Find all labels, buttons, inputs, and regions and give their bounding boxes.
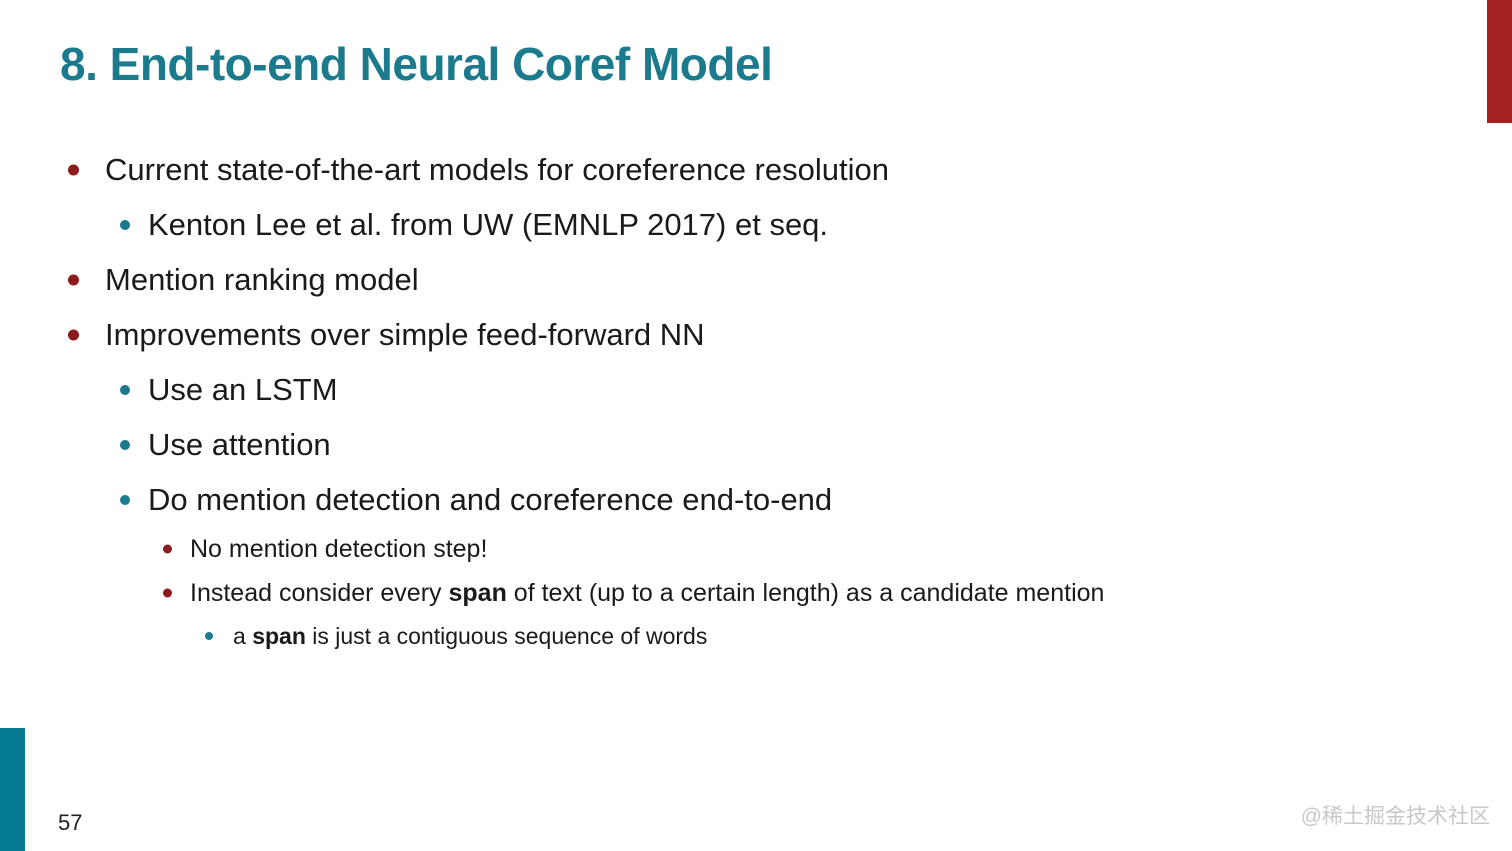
bullet-text: Use an LSTM [148, 372, 338, 407]
bullet-item-level-1: Mention ranking model [0, 252, 1482, 307]
bullet-item-level-1: Current state-of-the-art models for core… [0, 142, 1482, 197]
bullet-item-level-1: Improvements over simple feed-forward NN [0, 307, 1482, 362]
bullet-dot-icon [120, 494, 130, 505]
bullet-dot-icon [163, 588, 172, 598]
watermark: @稀土掘金技术社区 [1300, 805, 1490, 828]
bullet-item-level-2: Use attention [0, 417, 1482, 472]
bullet-text: No mention detection step! [190, 535, 488, 563]
bullet-dot-icon [163, 544, 172, 554]
accent-bar-top-right [1487, 0, 1512, 123]
bullet-list: Current state-of-the-art models for core… [0, 142, 1482, 657]
bullet-dot-icon [120, 219, 130, 230]
bullet-item-level-2: Do mention detection and coreference end… [0, 472, 1482, 527]
bullet-dot-icon [68, 274, 79, 285]
bullet-item-level-2: Kenton Lee et al. from UW (EMNLP 2017) e… [0, 197, 1482, 252]
bullet-text: Do mention detection and coreference end… [148, 482, 833, 517]
bullet-text: Kenton Lee et al. from UW (EMNLP 2017) e… [148, 207, 829, 242]
bullet-dot-icon [68, 164, 79, 175]
bullet-item-level-2: Use an LSTM [0, 362, 1482, 417]
slide-title: 8. End-to-end Neural Coref Model [60, 38, 773, 90]
bullet-text: a span is just a contiguous sequence of … [233, 623, 708, 649]
bullet-dot-icon [120, 439, 130, 450]
bullet-item-level-3: Instead consider every span of text (up … [0, 571, 1482, 615]
bullet-dot-icon [68, 329, 79, 340]
bullet-text: Improvements over simple feed-forward NN [105, 317, 705, 352]
bullet-dot-icon [205, 632, 213, 640]
page-number: 57 [58, 810, 83, 835]
bullet-item-level-3: No mention detection step! [0, 527, 1482, 571]
bullet-item-level-4: a span is just a contiguous sequence of … [0, 615, 1482, 657]
accent-bar-bottom-left [0, 728, 25, 851]
bullet-text: Mention ranking model [105, 262, 419, 297]
bullet-text: Instead consider every span of text (up … [190, 579, 1105, 607]
bullet-text: Current state-of-the-art models for core… [105, 152, 889, 187]
bullet-text: Use attention [148, 427, 331, 462]
bullet-dot-icon [120, 384, 130, 395]
